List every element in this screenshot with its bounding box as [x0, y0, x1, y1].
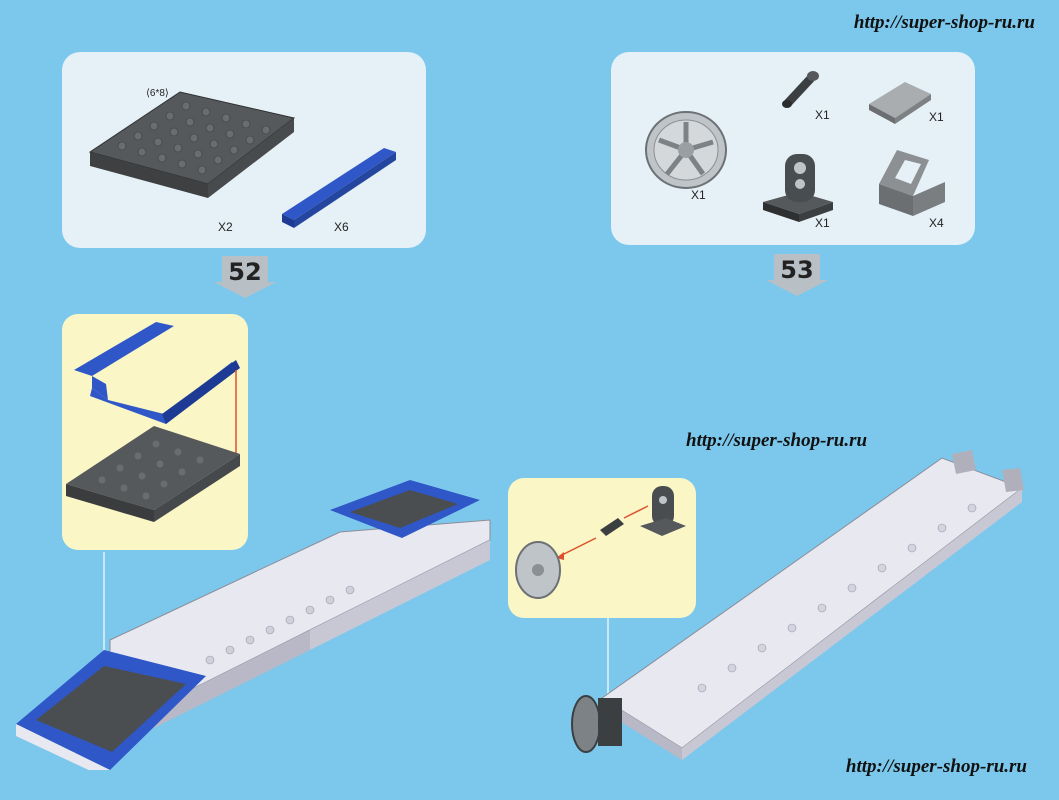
axle-holder-icon: [763, 154, 833, 222]
step52-assembly-illustration: [16, 480, 491, 770]
step53-callout: [508, 478, 696, 618]
step-arrow-icon: [766, 254, 828, 296]
step53-qty-bracket: X4: [929, 216, 944, 230]
step52-callout: [62, 314, 248, 550]
step-53-number: 53: [780, 256, 814, 284]
step53-callout-illustration: [515, 486, 686, 599]
watermark-bottom: http://super-shop-ru.ru: [845, 756, 1027, 777]
step53-assembly-illustration: [571, 450, 1024, 760]
step53-qty-holder: X1: [815, 216, 830, 230]
step52-qty-plate: X2: [218, 220, 233, 234]
step53-qty-slope: X1: [929, 110, 944, 124]
step-arrow-icon: [214, 256, 276, 298]
gray-plate-6x8-icon: [88, 91, 296, 198]
step52-parts-panel: ⟨6*8⟩ X2 X6: [62, 52, 426, 248]
step53-qty-wheel: X1: [691, 188, 706, 202]
slope-brick-icon: [869, 82, 931, 124]
wheel-icon: [645, 111, 727, 189]
blue-tile-icon: [282, 148, 396, 228]
plate-size-label: ⟨6*8⟩: [146, 88, 169, 99]
step52-callout-illustration: [66, 322, 240, 522]
step52-qty-tile: X6: [334, 220, 349, 234]
watermark-top: http://super-shop-ru.ru: [853, 12, 1035, 33]
handle-bracket-icon: [879, 150, 945, 216]
step53-qty-axle: X1: [815, 108, 830, 122]
step-52-marker: 52: [214, 256, 276, 298]
step53-parts-panel: X1 X1 X1 X1 X4: [611, 52, 975, 245]
axle-pin-icon: [782, 71, 819, 108]
watermark-middle: http://super-shop-ru.ru: [686, 430, 868, 451]
step-53-marker: 53: [766, 254, 828, 296]
step-52-number: 52: [228, 258, 262, 286]
